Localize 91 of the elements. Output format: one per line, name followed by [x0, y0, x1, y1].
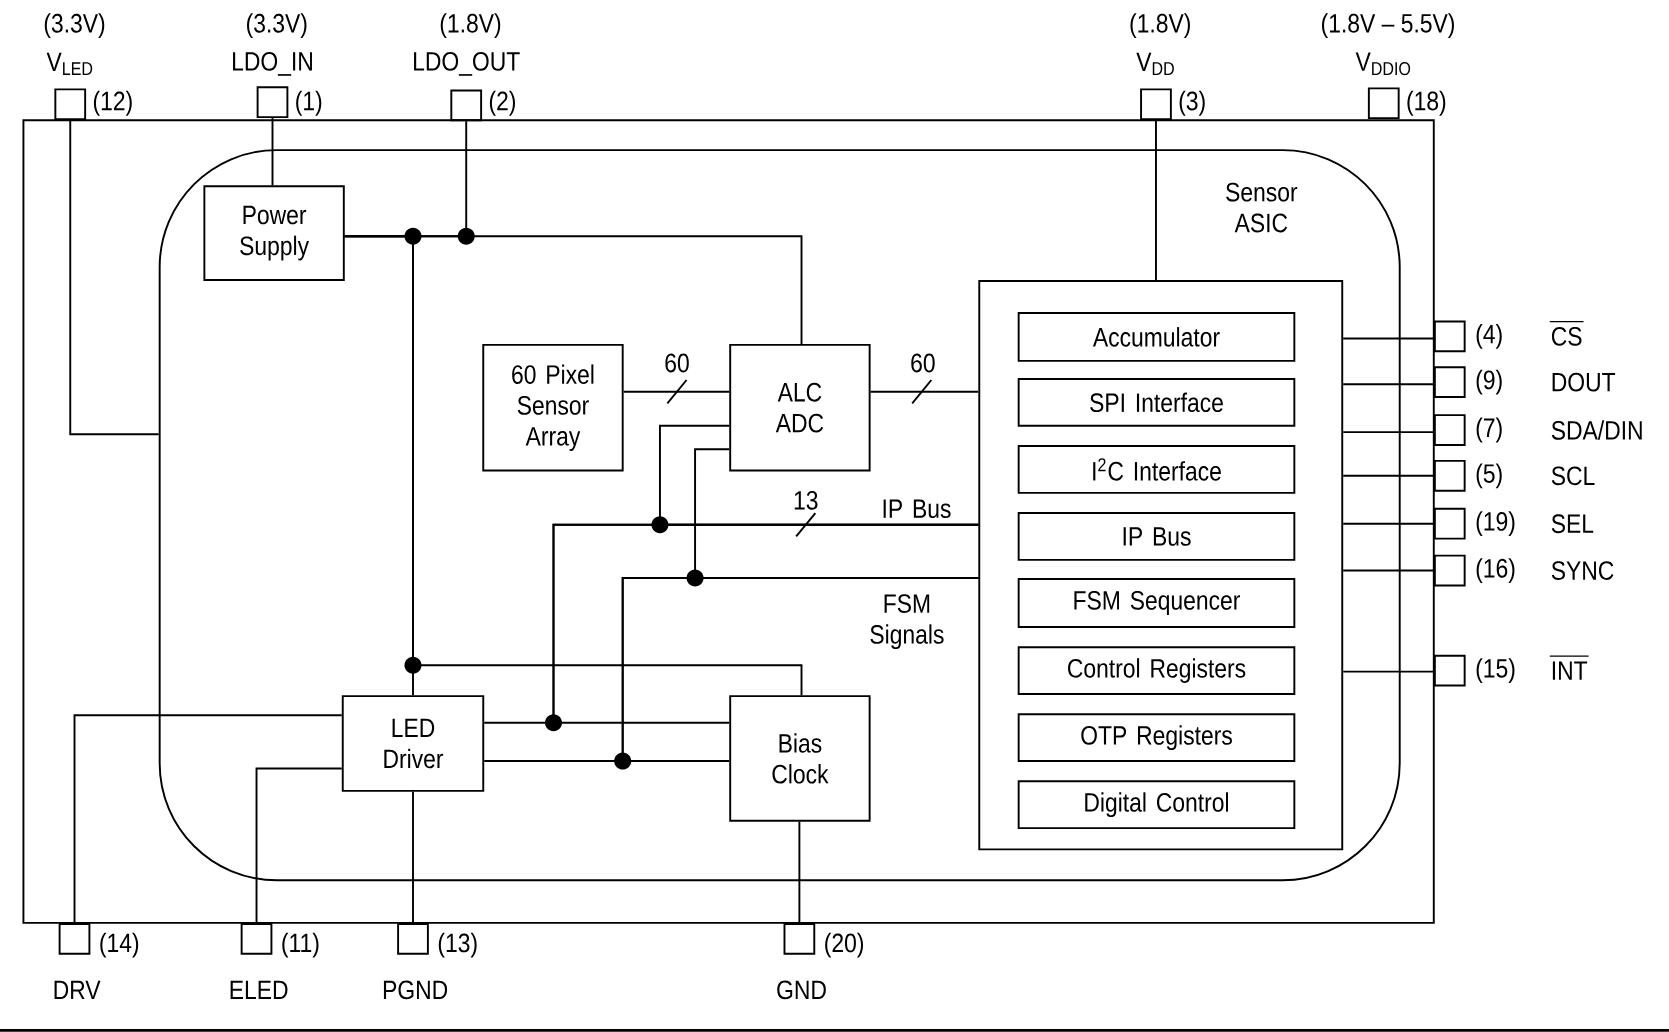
pin-name: GND: [777, 980, 826, 1000]
voltage-label: (3.3V): [247, 12, 307, 38]
connector: [412, 790, 414, 924]
voltage-label: (1.8V): [1130, 12, 1190, 38]
pin-pad: [1433, 320, 1466, 352]
pin-pad: [1367, 87, 1400, 119]
block-box: ALC ADC: [729, 343, 871, 472]
block-box: Bias Clock: [729, 694, 871, 822]
connector: [621, 576, 980, 762]
connector: [1342, 522, 1435, 525]
block-box: 60 Pixel Sensor Array: [482, 343, 624, 472]
pin-pad: [450, 89, 483, 121]
pin-number: (12): [93, 90, 132, 116]
digital-block: [978, 279, 1344, 851]
pin-pad: [397, 922, 429, 955]
signal-label: IP Bus: [883, 499, 951, 518]
pin-name: CS: [1549, 320, 1585, 346]
pin-number: (14): [100, 932, 139, 958]
pin-name: SCL: [1551, 466, 1595, 485]
connector: [798, 820, 801, 924]
pin-name: V$_{DDIO}$: [1355, 52, 1411, 75]
pin-pad: [240, 922, 273, 955]
pin-name: V$_{LED}$: [46, 52, 93, 75]
bus-width-label: 60: [908, 351, 938, 375]
pin-name: SEL: [1551, 514, 1594, 533]
pin-name: DRV: [54, 980, 101, 999]
pin-name: SDA/DIN: [1551, 420, 1642, 440]
connector: [1342, 670, 1435, 673]
pin-pad: [54, 88, 87, 120]
pin-name: DOUT: [1552, 372, 1616, 392]
pin-pad: [1433, 459, 1466, 492]
voltage-label: (1.8V – 5.5V): [1322, 12, 1454, 38]
connector: [69, 119, 160, 435]
pin-pad: [1433, 413, 1466, 446]
connector: [1155, 119, 1157, 281]
connector: [343, 235, 803, 696]
connector: [271, 116, 274, 187]
bus-width-label: 60: [662, 351, 692, 375]
register-box: Accumulator: [1017, 311, 1296, 362]
pin-pad: [256, 86, 289, 118]
pin-number: (16): [1476, 557, 1515, 583]
pin-pad: [1433, 366, 1466, 398]
connector: [1342, 569, 1435, 572]
register-box: I$^{2}$C Interface: [1017, 444, 1296, 494]
connector: [869, 390, 980, 393]
connector: [1342, 430, 1435, 433]
pin-number: (19): [1476, 511, 1515, 536]
register-box: IP Bus: [1017, 511, 1296, 561]
connector: [73, 714, 343, 924]
pin-number: (20): [825, 932, 864, 958]
connector: [1342, 383, 1435, 385]
block-box: LED Driver: [341, 694, 485, 792]
pin-number: (18): [1407, 90, 1446, 116]
pin-number: (15): [1476, 657, 1515, 683]
voltage-label: (1.8V): [440, 12, 501, 38]
pin-number: (9): [1476, 369, 1502, 395]
pin-name: INT: [1549, 655, 1590, 680]
pin-name: LDO_OUT: [414, 51, 520, 76]
register-box: OTP Registers: [1017, 713, 1296, 762]
connector: [255, 767, 343, 924]
bus-width-label: 13: [790, 488, 821, 512]
pin-number: (2): [489, 90, 515, 116]
package-outline: [22, 119, 1435, 924]
signal-label: FSM Signals: [870, 593, 944, 649]
pin-pad: [1433, 507, 1466, 540]
pin-number: (5): [1476, 463, 1502, 488]
pin-number: (4): [1476, 323, 1502, 349]
connector: [622, 390, 731, 393]
pin-pad: [1433, 554, 1466, 587]
pin-name: V$_{DD}$: [1136, 52, 1174, 75]
voltage-label: (3.3V): [44, 12, 105, 38]
register-box: FSM Sequencer: [1017, 577, 1296, 628]
block-box: Power Supply: [203, 185, 345, 281]
pin-pad: [58, 922, 91, 955]
pin-name: PGND: [383, 980, 448, 1000]
register-box: Control Registers: [1017, 646, 1296, 695]
pin-name: SYNC: [1551, 560, 1614, 580]
pin-name: ELED: [230, 980, 288, 999]
pin-number: (13): [438, 932, 477, 958]
pin-pad: [1433, 654, 1466, 687]
pin-number: (7): [1476, 417, 1502, 443]
pin-number: (3): [1179, 90, 1205, 116]
pin-number: (11): [282, 932, 319, 958]
connector: [1342, 474, 1435, 477]
register-box: Digital Control: [1017, 780, 1296, 829]
register-box: SPI Interface: [1017, 377, 1296, 427]
pin-name: LDO_IN: [233, 51, 312, 76]
pin-pad: [1140, 88, 1172, 120]
pin-pad: [783, 922, 816, 955]
pin-number: (1): [296, 90, 322, 116]
connector: [1342, 337, 1435, 340]
